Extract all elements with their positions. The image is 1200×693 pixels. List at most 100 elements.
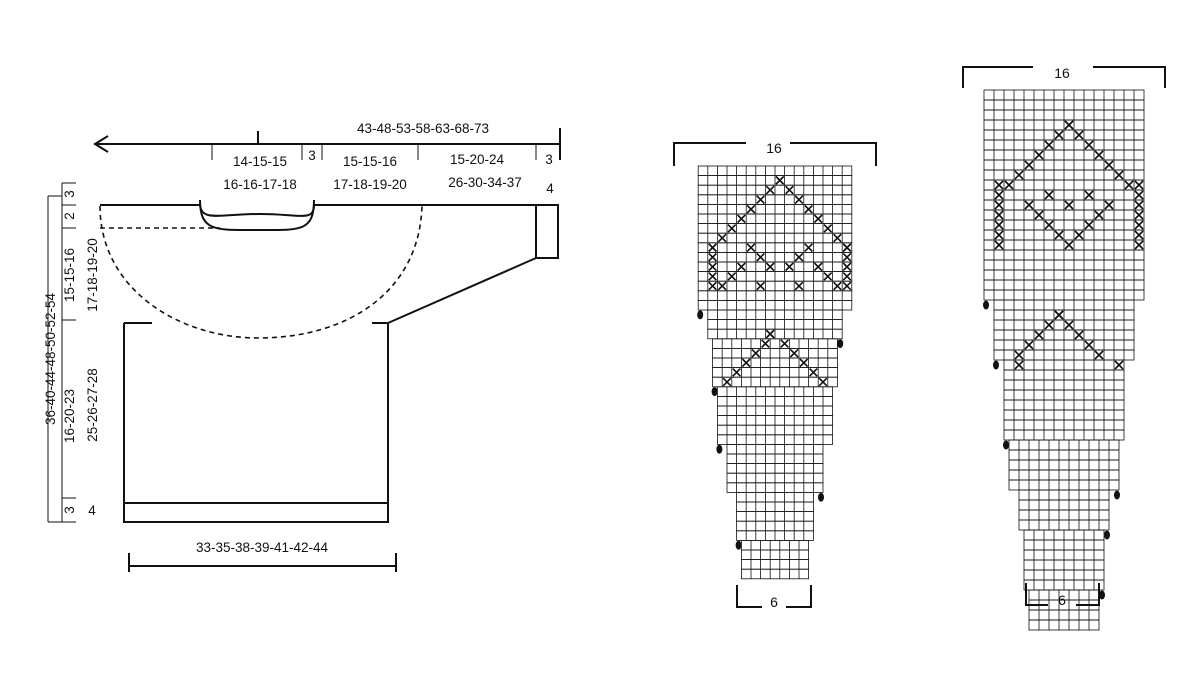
cross-stitch: [1044, 320, 1054, 330]
chart-2-top-bracket: [962, 66, 1166, 88]
cross-stitch: [794, 195, 804, 204]
chart-row: [1008, 459, 1120, 471]
chart-row: [1018, 489, 1110, 501]
cross-stitch: [1074, 230, 1084, 240]
cross-stitch: [1104, 200, 1114, 210]
decrease-marker: [711, 387, 718, 397]
cross-stitch: [717, 281, 727, 291]
neck-width-label-2: 16-16-17-18: [223, 177, 297, 192]
cross-stitch: [823, 224, 833, 233]
cross-stitch: [1124, 180, 1134, 190]
yoke-label-1: 15-15-16: [62, 248, 77, 302]
cross-stitch: [994, 230, 1004, 240]
cross-stitch: [785, 262, 794, 272]
sweater-schematic: 43-48-53-58-63-68-73 14-15-15 16-16-17-1…: [43, 121, 561, 572]
cross-stitch: [1064, 320, 1074, 330]
cross-stitch: [994, 200, 1004, 210]
cross-stitch: [756, 281, 765, 291]
cross-stitch: [1094, 350, 1104, 360]
cross-stitch: [1134, 200, 1144, 210]
cross-stitch: [1034, 210, 1044, 220]
chart-row: [741, 540, 810, 551]
cross-stitch: [775, 176, 785, 185]
cross-stitch: [1104, 160, 1114, 170]
decrease-marker: [1114, 490, 1120, 500]
cross-stitch: [1054, 310, 1064, 320]
chart-1-top-bracket: [673, 142, 877, 166]
cross-stitch: [794, 281, 804, 291]
cross-stitch: [1044, 140, 1054, 150]
cross-stitch: [1044, 220, 1054, 230]
cross-stitch: [994, 220, 1004, 230]
sleeve-underarm: [387, 257, 537, 324]
chart-1-top-label: 16: [766, 140, 782, 156]
cross-stitch: [1134, 220, 1144, 230]
cross-stitch: [799, 358, 809, 368]
chart-row: [712, 367, 838, 378]
cross-stitch: [765, 262, 775, 272]
rib-length-label: 4: [88, 503, 96, 518]
cross-stitch: [727, 272, 737, 281]
cross-stitch: [717, 233, 727, 243]
chart-1-bottom-bracket: [736, 585, 812, 608]
cross-stitch: [842, 281, 852, 291]
cross-stitch: [1134, 240, 1144, 250]
cross-stitch: [780, 339, 789, 348]
decrease-marker: [1099, 590, 1105, 600]
chart-row: [1028, 619, 1100, 631]
top-width-arrow: [93, 135, 109, 153]
yoke-top-label: 2: [62, 212, 77, 220]
neck-edge-label: 3: [308, 148, 316, 163]
cross-stitch: [842, 272, 852, 281]
cross-stitch: [1094, 210, 1104, 220]
cross-stitch: [809, 368, 818, 377]
cross-stitch: [1114, 170, 1124, 180]
decrease-marker: [1003, 440, 1009, 450]
cross-stitch: [1134, 190, 1144, 200]
cross-stitch: [818, 377, 828, 387]
rib-edge-label: 3: [62, 506, 77, 514]
yoke-curve: [99, 204, 423, 339]
cross-stitch: [746, 204, 756, 214]
decrease-marker: [735, 540, 742, 550]
cross-stitch: [751, 348, 761, 358]
chart-row: [712, 347, 838, 359]
cross-stitch: [1054, 130, 1064, 140]
knitting-chart-2: 16 6: [962, 65, 1166, 631]
decrease-marker: [818, 492, 824, 502]
cross-stitch: [1014, 350, 1024, 360]
knitting-chart-1: 16 6: [673, 140, 877, 610]
cross-stitch: [1034, 150, 1044, 160]
cross-stitch: [708, 281, 717, 291]
cross-stitch: [994, 210, 1004, 220]
cross-stitch: [1024, 200, 1034, 210]
cross-stitch: [756, 195, 765, 204]
cross-stitch: [794, 252, 804, 262]
cross-stitch: [708, 262, 717, 272]
cross-stitch: [1024, 340, 1034, 350]
chart-2-top-label: 16: [1054, 65, 1070, 81]
cross-stitch: [804, 243, 813, 252]
cross-stitch: [1084, 190, 1094, 200]
chart-row: [1008, 439, 1120, 451]
cross-stitch: [1084, 220, 1094, 230]
chart-row: [1008, 479, 1120, 491]
total-length-label: 36-40-44-48-50-52-54: [43, 292, 58, 425]
cross-stitch: [1024, 160, 1034, 170]
chart-2-bottom-bracket: [1025, 583, 1100, 606]
yoke-label-2: 17-18-19-20: [85, 238, 100, 312]
chart-1-bottom-label: 6: [770, 594, 778, 610]
cross-stitch: [804, 204, 813, 214]
body-label-2: 25-26-27-28: [85, 368, 100, 442]
chart-row: [741, 559, 810, 570]
decrease-marker: [993, 360, 999, 370]
cross-stitch: [785, 185, 794, 195]
cross-stitch: [737, 214, 746, 224]
cross-stitch: [842, 262, 852, 272]
cross-stitch: [722, 377, 732, 387]
cross-stitch: [1134, 210, 1144, 220]
cross-stitch: [813, 214, 823, 224]
shoulder-b-label-2: 26-30-34-37: [448, 175, 522, 190]
chart-row: [712, 357, 838, 369]
